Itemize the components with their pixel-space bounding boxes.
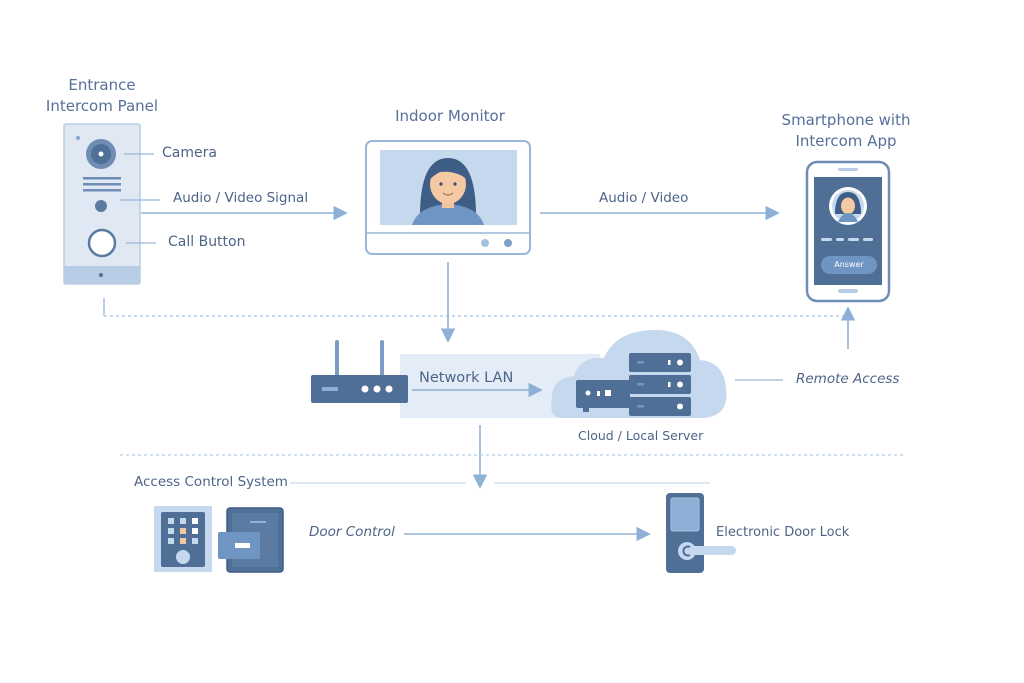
camera-icon <box>86 139 116 169</box>
call-button-icon[interactable] <box>87 228 117 258</box>
remote-access-label: Remote Access <box>796 371 900 387</box>
smartphone-title: Smartphone with Intercom App <box>773 110 919 152</box>
door-control-label: Door Control <box>309 524 395 540</box>
electronic-door-lock-label: Electronic Door Lock <box>716 525 850 540</box>
smartphone-title-line2: Intercom App <box>795 132 897 150</box>
door-lock-icon <box>666 493 736 573</box>
entrance-intercom-panel <box>63 123 141 285</box>
cloud-server-label: Cloud / Local Server <box>578 428 704 443</box>
router-icon <box>311 340 408 403</box>
indoor-monitor-device <box>365 140 531 255</box>
keypad-icon <box>154 506 212 572</box>
entrance-panel-title-line2: Intercom Panel <box>45 97 159 115</box>
audio-video-signal-label: Audio / Video Signal <box>173 190 309 206</box>
microphone-icon <box>95 200 107 212</box>
answer-button-shape[interactable] <box>821 256 877 274</box>
person-avatar-icon <box>412 158 484 225</box>
speaker-grille-icon <box>83 177 121 192</box>
smartphone-title-line1: Smartphone with <box>781 111 911 129</box>
entrance-panel-title-line1: Entrance <box>68 76 136 94</box>
indoor-monitor-title: Indoor Monitor <box>395 107 505 125</box>
card-reader-icon <box>218 507 284 573</box>
smartphone-device <box>805 160 891 303</box>
audio-video-label: Audio / Video <box>599 190 689 206</box>
cloud-server-icon <box>551 330 727 418</box>
access-control-title: Access Control System <box>134 474 288 490</box>
call-button-label: Call Button <box>168 234 246 250</box>
network-lan-label: Network LAN <box>419 370 514 386</box>
camera-label: Camera <box>162 145 217 161</box>
entrance-panel-title: Entrance Intercom Panel <box>44 75 160 117</box>
answer-button[interactable]: Answer <box>834 260 864 269</box>
